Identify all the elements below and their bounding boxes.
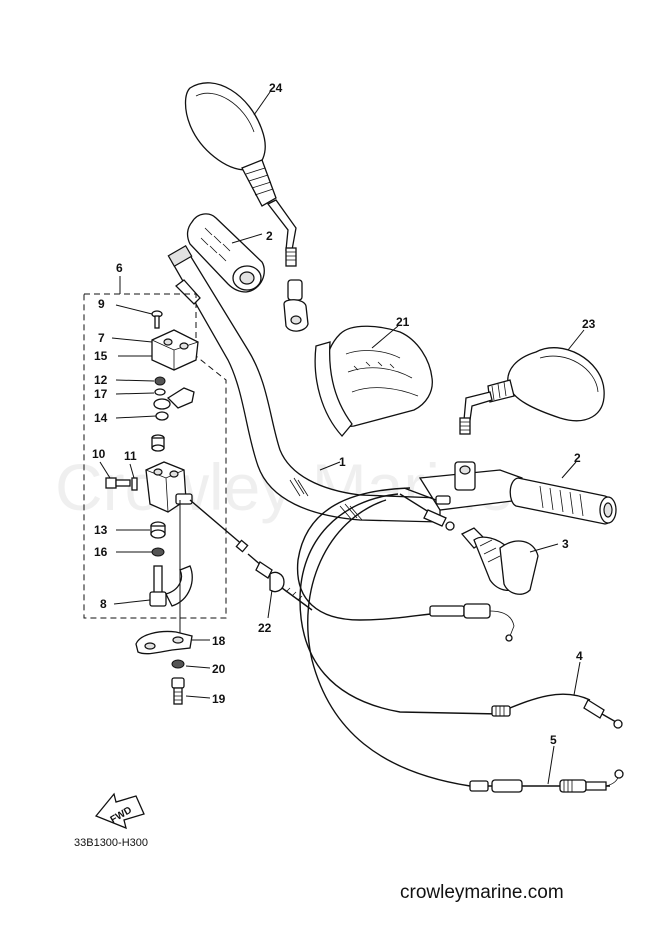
bushing-13-part[interactable]: [150, 521, 166, 539]
callout-12: 12: [94, 373, 108, 387]
callout-14: 14: [94, 411, 108, 425]
callout-19: 19: [212, 692, 226, 706]
callout-8: 8: [100, 597, 107, 611]
cable-loop-upper: [296, 487, 461, 621]
cable-connector-part[interactable]: [429, 603, 515, 642]
plate-14-part[interactable]: [153, 387, 195, 421]
handlebar-cover-part[interactable]: [314, 325, 433, 437]
washer-16-part[interactable]: [151, 547, 165, 557]
boot-3-part[interactable]: [460, 527, 539, 595]
callout-10: 10: [92, 447, 106, 461]
callout-18: 18: [212, 634, 226, 648]
callout-2-right: 2: [574, 451, 581, 465]
callout-21: 21: [396, 315, 410, 329]
callout-1: 1: [339, 455, 346, 469]
callout-20: 20: [212, 662, 226, 676]
mirror-left-part[interactable]: [184, 82, 297, 267]
callout-13: 13: [94, 523, 108, 537]
callout-9: 9: [98, 297, 105, 311]
mirror-right-part[interactable]: [459, 347, 605, 435]
nut-11-part[interactable]: [131, 477, 138, 491]
switch-cover-part[interactable]: [151, 329, 199, 371]
cable-loop-lower: [307, 499, 471, 787]
fwd-arrow-icon: FWD: [94, 792, 145, 830]
screw-9-part[interactable]: [151, 310, 163, 329]
callout-24: 24: [269, 81, 283, 95]
grip-left-part[interactable]: [186, 213, 265, 293]
grip-right-part[interactable]: [509, 477, 617, 525]
switch-assembly-boundary: [83, 293, 227, 619]
callout-2-left: 2: [266, 229, 273, 243]
bolt-19-part[interactable]: [171, 677, 185, 705]
cable-loop-middle: [299, 493, 501, 715]
callout-23: 23: [582, 317, 596, 331]
cable-ends-part[interactable]: [399, 487, 455, 531]
callout-4: 4: [576, 649, 583, 663]
callout-7: 7: [98, 331, 105, 345]
callout-6: 6: [116, 261, 123, 275]
throttle-cable-22-part[interactable]: [189, 499, 313, 611]
bolt-10-part[interactable]: [105, 477, 131, 489]
drawing-code: 33B1300-H300: [74, 837, 148, 849]
callout-5: 5: [550, 733, 557, 747]
callout-11: 11: [124, 449, 137, 463]
collar-part[interactable]: [151, 434, 165, 452]
site-text: crowleymarine.com: [400, 882, 564, 903]
clamp-18-part[interactable]: [135, 630, 193, 655]
washer-12-part[interactable]: [154, 376, 166, 386]
washer-20-part[interactable]: [171, 659, 185, 669]
cable-4-part[interactable]: [491, 693, 623, 729]
callout-16: 16: [94, 545, 108, 559]
callout-22: 22: [258, 621, 272, 635]
lever-8-part[interactable]: [149, 565, 193, 607]
callout-3: 3: [562, 537, 569, 551]
mirror-mount-clamp-part[interactable]: [283, 279, 309, 332]
callout-17: 17: [94, 387, 108, 401]
callout-15: 15: [94, 349, 108, 363]
cable-5-part[interactable]: [469, 769, 624, 793]
washer-17-part[interactable]: [154, 388, 166, 396]
